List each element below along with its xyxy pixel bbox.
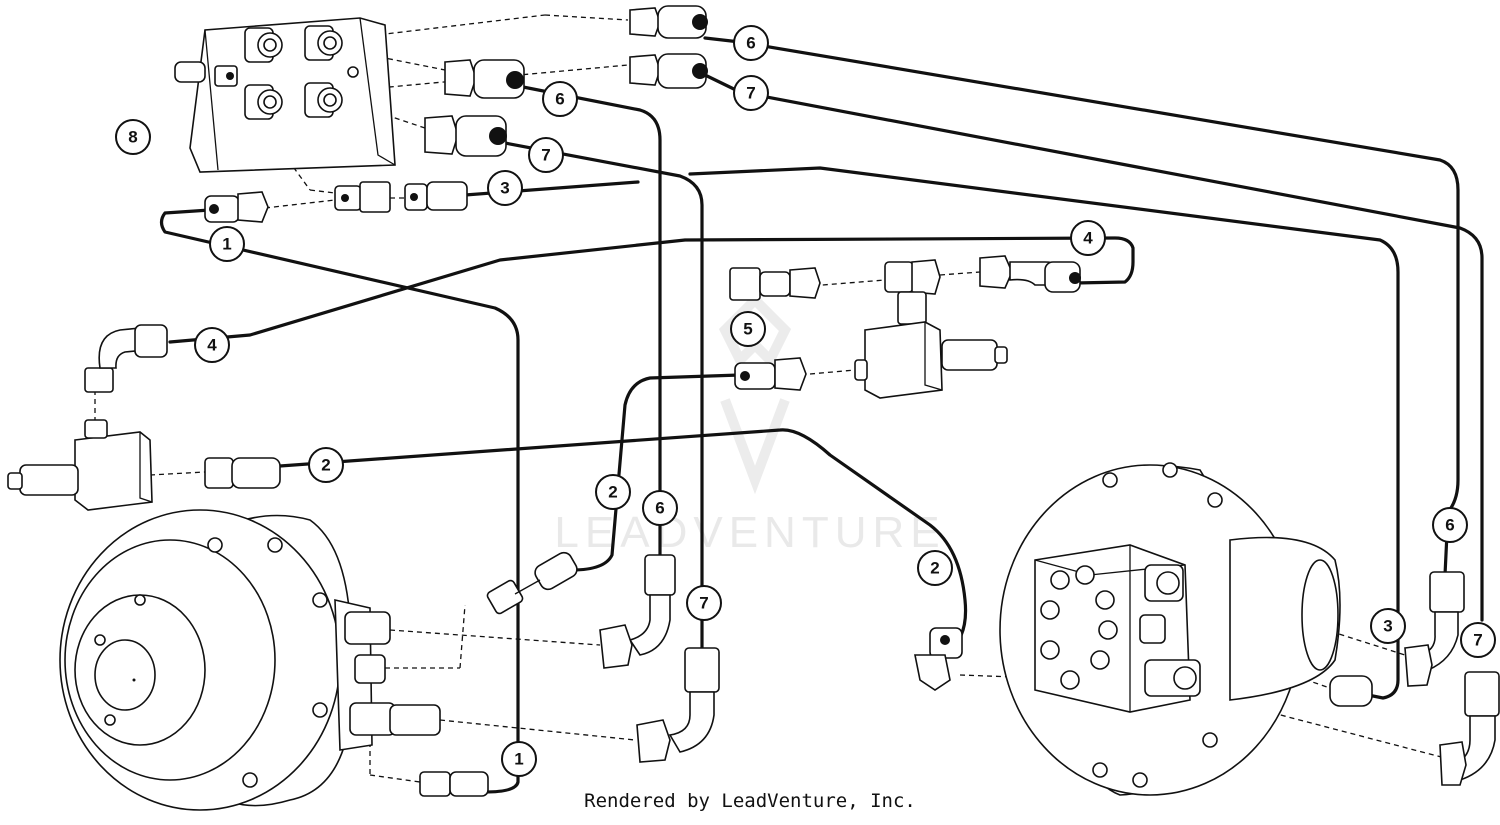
fitting [486, 551, 578, 615]
fitting [629, 53, 708, 89]
watermark-text: LEADVENTURE [554, 508, 945, 557]
callout-7: 7 [686, 585, 722, 621]
callout-1: 1 [209, 226, 245, 262]
manifold-block [174, 17, 396, 173]
callout-6: 6 [733, 25, 769, 61]
callout-4: 4 [194, 327, 230, 363]
svg-text:6: 6 [1445, 516, 1454, 535]
hose-lines [159, 36, 1484, 794]
relief-valve-left [7, 419, 153, 511]
manifold-port [244, 27, 283, 63]
callout-3: 3 [1370, 608, 1406, 644]
svg-text:6: 6 [555, 90, 564, 109]
svg-text:3: 3 [500, 179, 509, 198]
callout-8: 8 [115, 119, 151, 155]
svg-text:7: 7 [746, 84, 755, 103]
callout-7: 7 [528, 137, 564, 173]
left-wheel-motor [59, 509, 441, 811]
fitting [1439, 671, 1500, 786]
callout-1: 1 [501, 741, 537, 777]
svg-text:1: 1 [514, 750, 523, 769]
callout-2: 2 [308, 447, 344, 483]
svg-text:7: 7 [699, 594, 708, 613]
fitting [419, 771, 489, 797]
callouts: 1 1 2 2 2 3 3 4 4 5 6 6 6 6 7 7 7 7 8 [115, 25, 1496, 777]
fitting [734, 357, 807, 391]
callout-7: 7 [1460, 622, 1496, 658]
svg-text:4: 4 [1083, 229, 1093, 248]
fitting [424, 115, 507, 157]
fitting [599, 554, 676, 669]
fittings [7, 5, 1500, 797]
footer-credit: Rendered by LeadVenture, Inc. [584, 790, 916, 812]
callout-5: 5 [730, 311, 766, 347]
svg-text:6: 6 [655, 499, 664, 518]
callout-6: 6 [542, 81, 578, 117]
fitting [1044, 261, 1081, 293]
svg-text:3: 3 [1383, 617, 1392, 636]
callout-7: 7 [733, 75, 769, 111]
fitting [204, 191, 269, 223]
callout-2: 2 [917, 550, 953, 586]
manifold-port [304, 82, 343, 118]
fitting [629, 5, 708, 39]
svg-text:8: 8 [128, 128, 137, 147]
right-wheel-motor [999, 462, 1341, 796]
svg-text:2: 2 [321, 456, 330, 475]
fitting [1329, 675, 1373, 707]
relief-valve [854, 321, 1008, 399]
svg-text:2: 2 [608, 483, 617, 502]
fitting-5 [729, 267, 821, 301]
manifold-port [244, 84, 283, 120]
svg-text:5: 5 [743, 320, 752, 339]
svg-text:4: 4 [207, 336, 217, 355]
manifold-port [304, 25, 343, 61]
fitting [1404, 571, 1465, 687]
fitting [404, 181, 468, 211]
svg-text:6: 6 [746, 34, 755, 53]
fitting [884, 259, 941, 325]
watermark: LEADVENTURE [554, 292, 945, 557]
callout-6: 6 [642, 490, 678, 526]
fitting-8 [174, 61, 238, 87]
fitting [204, 457, 281, 489]
callout-3: 3 [487, 170, 523, 206]
fitting [334, 181, 391, 213]
fitting [444, 59, 525, 99]
callout-6: 6 [1432, 507, 1468, 543]
fitting [914, 627, 963, 691]
callout-4: 4 [1070, 220, 1106, 256]
svg-text:7: 7 [1473, 631, 1482, 650]
fitting [636, 647, 720, 763]
callout-2: 2 [595, 474, 631, 510]
svg-text:1: 1 [222, 235, 231, 254]
svg-text:7: 7 [541, 146, 550, 165]
fitting [84, 324, 168, 393]
svg-text:2: 2 [930, 559, 939, 578]
